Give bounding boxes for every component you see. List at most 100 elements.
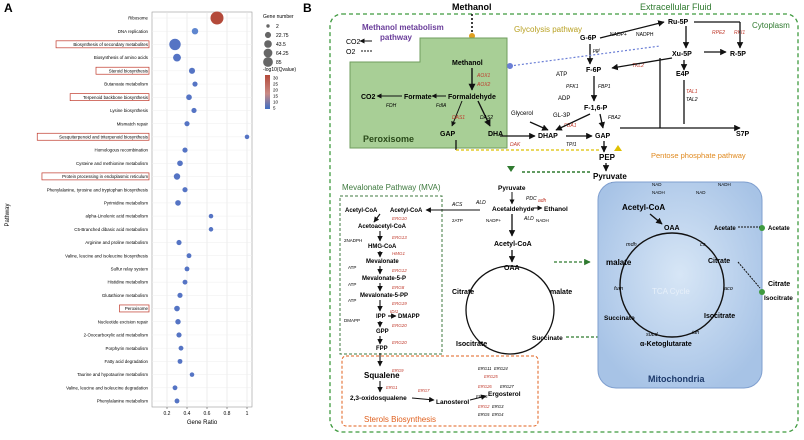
pathway-label: Ribosome	[128, 16, 148, 21]
nadp-eth: NADP+	[486, 218, 502, 223]
size-legend-value: 22.75	[276, 33, 289, 39]
data-point	[176, 332, 182, 338]
svg-text:ERG25: ERG25	[484, 374, 498, 379]
svg-text:ATP: ATP	[348, 282, 356, 287]
isocitrate-mito: Isocitrate	[704, 313, 735, 320]
pathway-label: Porphyrin metabolism	[106, 346, 149, 351]
size-legend-dot	[263, 57, 273, 67]
gene-fald: FdlA	[436, 103, 447, 109]
gene-ald: ALD	[475, 200, 486, 206]
svg-text:ERG7: ERG7	[418, 388, 430, 393]
x-axis-label: Gene Ratio	[187, 420, 218, 426]
isocitrate-cyto: Isocitrate	[456, 341, 487, 348]
data-point	[208, 213, 214, 219]
svg-text:ERG2: ERG2	[478, 404, 490, 409]
size-legend-dot	[264, 40, 272, 48]
svg-text:Mevalonate-5-P: Mevalonate-5-P	[362, 276, 406, 282]
f6p: F-6P	[586, 67, 602, 74]
pyruvate-green-marker	[507, 166, 515, 172]
svg-text:HMG1: HMG1	[392, 251, 405, 256]
pyruvate-cyto2: Pyruvate	[498, 185, 526, 192]
data-point	[173, 53, 181, 62]
mva-genes: ERG10 ERG13 HMG1 ERG12 ERG8 ERG19 IDI1 E…	[390, 216, 407, 345]
gene-fba1: FBA1	[564, 123, 577, 129]
color-legend-value: 15	[273, 94, 279, 99]
gene-ald2: ALD	[523, 216, 534, 222]
methanol-top: Methanol	[452, 2, 492, 12]
pathway-label: Phenylalanine, tyrosine and tryptophan b…	[47, 187, 149, 192]
svg-text:ERG20: ERG20	[392, 340, 407, 345]
adp-glyco: ADP	[558, 96, 570, 102]
svg-text:GPP: GPP	[376, 329, 389, 335]
svg-text:ERG13: ERG13	[392, 235, 407, 240]
size-legend-dot	[266, 24, 270, 28]
svg-text:DMAPP: DMAPP	[398, 314, 420, 320]
data-point	[182, 147, 188, 153]
pathway-label: Lysine biosynthesis	[110, 108, 149, 113]
gene-tkl2: TKL2	[632, 63, 644, 69]
data-point	[244, 134, 250, 140]
svg-text:ERG8: ERG8	[392, 285, 405, 290]
gene-tal1: TAL1	[686, 89, 698, 95]
cytoplasm-border	[329, 13, 799, 433]
data-point	[188, 67, 196, 74]
glyco-title: Glycolysis pathway	[514, 25, 582, 34]
tca-enzymes: mdh cs aco idh sucd fum	[614, 242, 733, 338]
color-legend-value: 25	[273, 82, 279, 87]
gene-pdc: PDC	[526, 196, 537, 202]
mva-box	[339, 195, 443, 355]
svg-text:ERG20: ERG20	[392, 323, 407, 328]
size-legend-value: 64.25	[276, 51, 289, 57]
pathway-label: Terpenoid backbone biosynthesis	[83, 95, 149, 100]
data-point	[178, 345, 184, 351]
svg-text:ERG3: ERG3	[492, 404, 504, 409]
tca-cycle	[619, 232, 725, 338]
panel-b: B Extracellular Fluid Cytoplasm Methanol…	[303, 1, 799, 433]
pathway-label: Protein processing in endoplasmic reticu…	[62, 174, 148, 179]
arrow-acetylcoa-oaa-mito	[649, 213, 663, 225]
data-point	[177, 160, 183, 167]
svg-text:ERG1: ERG1	[386, 385, 397, 390]
data-point	[177, 292, 183, 298]
akg: α-Ketoglutarate	[640, 341, 692, 348]
svg-text:fum: fum	[614, 286, 624, 292]
svg-text:Acetyl-CoA: Acetyl-CoA	[345, 208, 378, 214]
y-axis-label: Pathway	[5, 203, 11, 226]
mitochondria	[597, 181, 763, 389]
data-point	[189, 372, 195, 377]
gene-dak: DAK	[510, 142, 521, 148]
data-point	[182, 279, 188, 285]
sterols-title: Sterols Biosynthesis	[364, 415, 436, 424]
transport-node-blue	[507, 63, 513, 69]
acetate-out: Acetate	[768, 226, 790, 232]
pathway-label: alpha-Linolenic acid metabolism	[86, 214, 149, 219]
svg-text:Acetoacetyl-CoA: Acetoacetyl-CoA	[358, 224, 407, 230]
data-point	[192, 81, 198, 87]
highlight-box	[55, 40, 150, 49]
glyoxylate-cycle	[465, 265, 555, 355]
svg-text:ATP: ATP	[348, 265, 356, 270]
svg-text:HMG-CoA: HMG-CoA	[368, 244, 397, 250]
nadph-ppp: NADPH	[636, 32, 654, 38]
color-legend-value: 5	[273, 106, 276, 111]
pathway-label: Valine, leucine and isoleucine degradati…	[66, 385, 148, 390]
sterol-arrows	[377, 381, 487, 403]
panel-b-label: B	[303, 1, 312, 15]
nadh-eth: NADH	[536, 218, 549, 223]
size-legend-title: Gene number	[263, 14, 294, 20]
svg-text:mdh: mdh	[626, 242, 637, 248]
acetylcoa-mito: Acetyl-CoA	[622, 203, 665, 212]
gene-fbp1: FBP1	[598, 84, 611, 90]
pathway-label: Nucleotide excision repair	[98, 319, 149, 324]
pathway-label: DNA replication	[118, 29, 149, 34]
gene-tpi1: TPI1	[566, 142, 577, 148]
pathway-label: Biosynthesis of secondary metabolites	[73, 42, 148, 47]
nadp-ppp: NADP+	[610, 32, 627, 38]
data-point	[184, 266, 190, 272]
